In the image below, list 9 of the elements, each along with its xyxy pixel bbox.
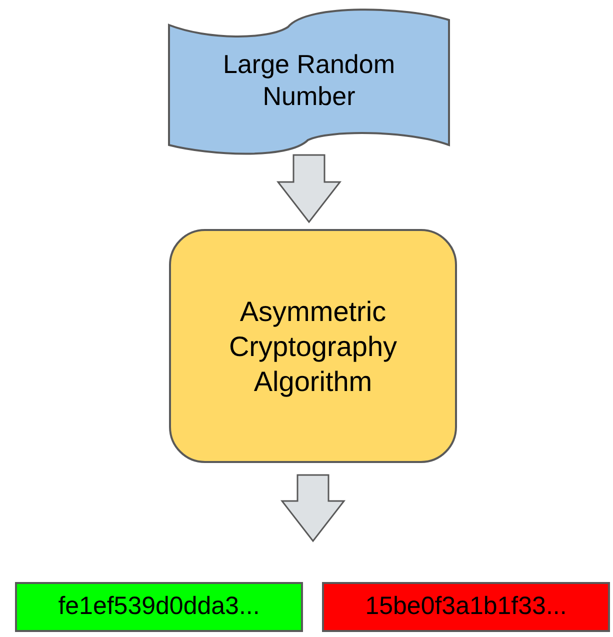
output-box	[322, 582, 610, 632]
node-label: fe1ef539d0dda3...	[57, 591, 261, 622]
block-arrow	[276, 154, 342, 224]
node-label: Large Random Number	[222, 48, 396, 112]
process-box	[169, 229, 457, 463]
node-label: Asymmetric Cryptography Algorithm	[228, 294, 398, 398]
output-box	[15, 582, 303, 632]
node-label: 15be0f3a1b1f33...	[364, 591, 568, 622]
block-arrow	[280, 474, 346, 542]
